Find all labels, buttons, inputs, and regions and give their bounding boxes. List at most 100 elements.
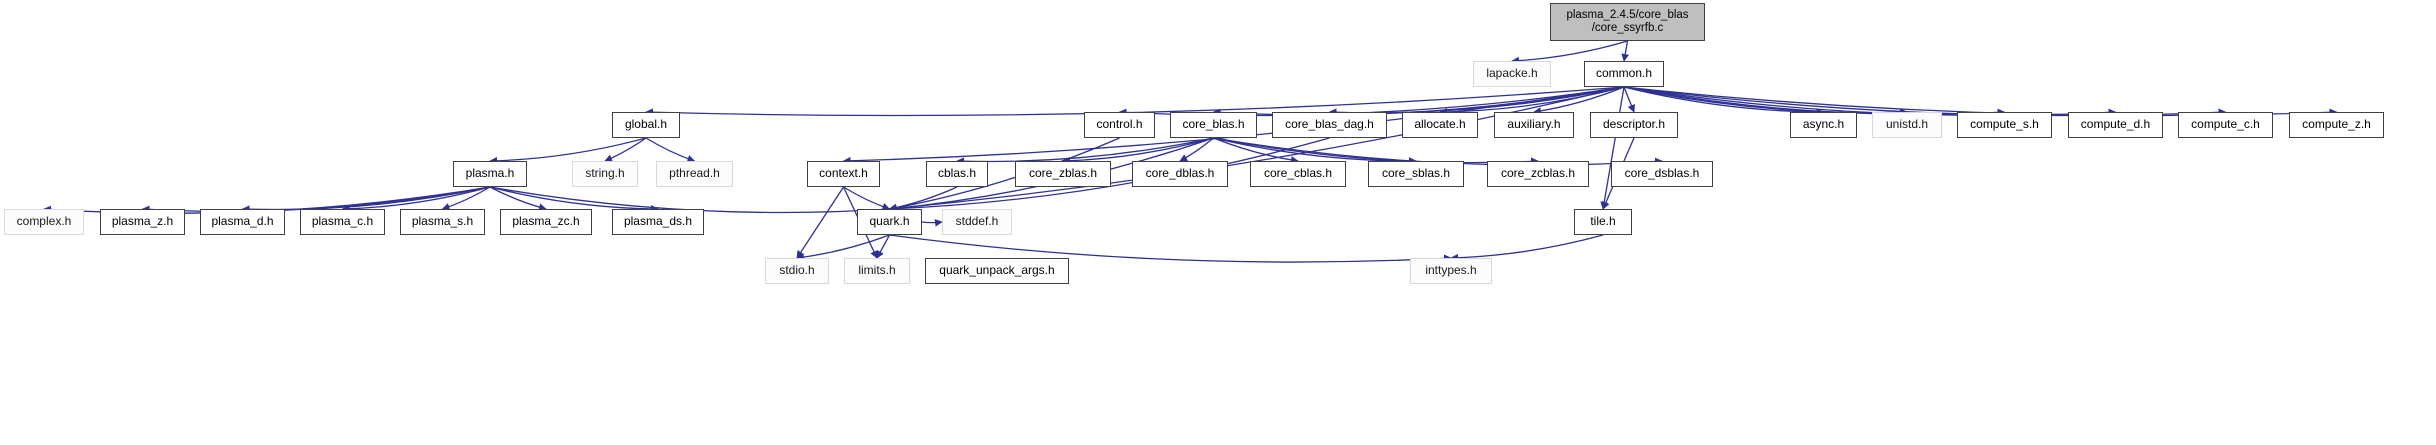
graph-edge-plasma-to-plasma_zc [489,186,547,211]
graph-node-core_blas[interactable]: core_blas.h [1170,112,1257,138]
graph-node-compute_d[interactable]: compute_d.h [2068,112,2163,138]
graph-node-label: stddef.h [955,214,999,229]
graph-edge-common-to-descriptor [1623,86,1636,113]
graph-node-plasma[interactable]: plasma.h [453,161,527,187]
graph-node-label: tile.h [1590,214,1616,229]
graph-node-quark[interactable]: quark.h [857,209,922,235]
graph-node-label: core_dsblas.h [1624,166,1700,181]
graph-node-stdio[interactable]: stdio.h [765,258,829,284]
graph-node-label: lapacke.h [1486,66,1538,81]
graph-node-tile[interactable]: tile.h [1574,209,1632,235]
graph-edge-quark-to-inttypes [889,234,1452,263]
graph-node-label: limits.h [858,263,896,278]
graph-node-label: descriptor.h [1602,117,1666,132]
graph-node-descriptor[interactable]: descriptor.h [1590,112,1678,138]
graph-node-lapacke[interactable]: lapacke.h [1473,61,1551,87]
graph-node-quark_unpack[interactable]: quark_unpack_args.h [925,258,1069,284]
graph-node-label: core_blas_dag.h [1285,117,1374,132]
graph-node-core_zblas[interactable]: core_zblas.h [1015,161,1111,187]
graph-edge-core_blas-to-cblas [956,137,1214,166]
graph-node-label: global.h [624,117,668,132]
graph-node-allocate[interactable]: allocate.h [1402,112,1478,138]
graph-node-label: common.h [1595,66,1653,81]
graph-node-label: quark.h [869,214,910,229]
graph-node-plasma_c[interactable]: plasma_c.h [300,209,385,235]
graph-edge-global-to-plasma [489,137,647,165]
graph-edge-quark-to-stdio [796,234,890,261]
graph-edge-root-to-common [1621,40,1630,62]
graph-node-label: quark_unpack_args.h [939,263,1055,278]
graph-node-core_blas_dag[interactable]: core_blas_dag.h [1272,112,1387,138]
graph-node-global[interactable]: global.h [612,112,680,138]
graph-edge-common-to-compute_s [1623,86,2006,117]
graph-node-label: plasma_2.4.5/core_blas /core_ssyrfb.c [1566,8,1689,34]
graph-node-label: plasma_zc.h [512,214,580,229]
graph-node-common[interactable]: common.h [1584,61,1664,87]
graph-node-label: async.h [1802,117,1845,132]
graph-node-label: allocate.h [1414,117,1466,132]
graph-node-core_dsblas[interactable]: core_dsblas.h [1611,161,1713,187]
graph-node-plasma_zc[interactable]: plasma_zc.h [500,209,592,235]
graph-node-unistd[interactable]: unistd.h [1872,112,1942,138]
graph-node-core_dblas[interactable]: core_dblas.h [1132,161,1228,187]
graph-node-compute_s[interactable]: compute_s.h [1957,112,2052,138]
graph-node-plasma_s[interactable]: plasma_s.h [400,209,485,235]
graph-node-stddef[interactable]: stddef.h [942,209,1012,235]
graph-node-label: complex.h [16,214,72,229]
graph-node-label: plasma_c.h [311,214,374,229]
graph-node-core_sblas[interactable]: core_sblas.h [1368,161,1464,187]
graph-node-control[interactable]: control.h [1084,112,1155,138]
graph-node-string[interactable]: string.h [572,161,638,187]
graph-node-label: plasma_ds.h [623,214,693,229]
graph-node-label: core_dblas.h [1145,166,1215,181]
graph-node-complex[interactable]: complex.h [4,209,84,235]
graph-edge-global-to-pthread [645,137,696,163]
graph-edge-control-to-quark [888,137,1120,212]
graph-node-label: core_blas.h [1182,117,1245,132]
graph-node-label: string.h [585,166,625,181]
graph-node-label: plasma_d.h [211,214,274,229]
graph-node-plasma_d[interactable]: plasma_d.h [200,209,285,235]
graph-node-label: unistd.h [1885,117,1929,132]
graph-edge-quark-to-limits [876,234,891,259]
graph-node-label: compute_d.h [2080,117,2151,132]
graph-node-label: pthread.h [669,166,720,181]
graph-node-root[interactable]: plasma_2.4.5/core_blas /core_ssyrfb.c [1550,3,1705,41]
graph-edge-plasma-to-plasma_c [341,186,491,213]
graph-node-limits[interactable]: limits.h [844,258,910,284]
graph-node-inttypes[interactable]: inttypes.h [1410,258,1492,284]
graph-node-label: compute_c.h [2191,117,2260,132]
graph-node-auxiliary[interactable]: auxiliary.h [1494,112,1574,138]
graph-node-label: inttypes.h [1425,263,1477,278]
graph-node-async[interactable]: async.h [1790,112,1857,138]
graph-node-compute_c[interactable]: compute_c.h [2178,112,2273,138]
graph-edge-core_blas-to-core_zblas [1062,137,1214,165]
graph-edge-quark-to-stddef [921,218,943,227]
graph-node-label: auxiliary.h [1507,117,1561,132]
graph-node-core_cblas[interactable]: core_cblas.h [1250,161,1346,187]
graph-edge-global-to-string [604,137,647,162]
graph-node-label: context.h [819,166,868,181]
graph-node-label: core_zblas.h [1028,166,1098,181]
graph-node-compute_z[interactable]: compute_z.h [2289,112,2384,138]
graph-node-plasma_z[interactable]: plasma_z.h [100,209,185,235]
graph-edge-plasma-to-plasma_d [241,186,491,214]
graph-edge-common-to-auxiliary [1533,86,1625,115]
graph-edge-core_blas-to-core_dblas [1179,137,1214,162]
graph-edge-root-to-lapacke [1511,40,1628,65]
graph-node-label: core_zcblas.h [1500,166,1576,181]
graph-node-label: core_cblas.h [1263,166,1333,181]
graph-node-label: control.h [1096,117,1143,132]
graph-node-label: stdio.h [779,263,815,278]
graph-node-core_zcblas[interactable]: core_zcblas.h [1487,161,1589,187]
graph-node-plasma_ds[interactable]: plasma_ds.h [612,209,704,235]
graph-node-cblas[interactable]: cblas.h [926,161,988,187]
graph-node-context[interactable]: context.h [807,161,880,187]
graph-node-label: core_sblas.h [1381,166,1451,181]
graph-node-pthread[interactable]: pthread.h [656,161,733,187]
graph-node-label: cblas.h [937,166,977,181]
graph-edge-plasma-to-plasma_ds [489,186,659,213]
graph-node-label: compute_s.h [1970,117,2039,132]
graph-edge-plasma-to-plasma_s [441,186,491,211]
